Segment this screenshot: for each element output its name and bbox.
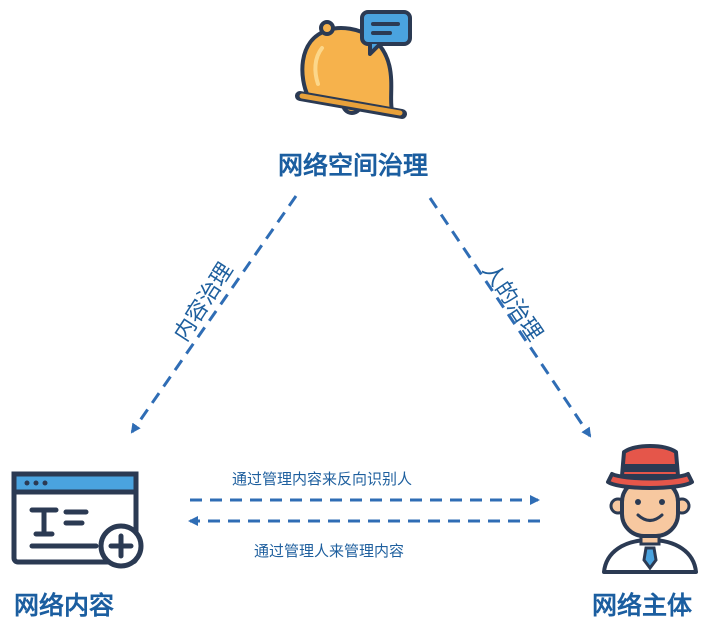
person-to-content-label: 通过管理人来管理内容 bbox=[254, 542, 405, 560]
person-hat-icon bbox=[602, 444, 698, 574]
left-node-label: 网络内容 bbox=[14, 591, 115, 620]
content-to-person-label: 通过管理内容来反向识别人 bbox=[232, 470, 413, 488]
right-node-label: 网络主体 bbox=[592, 591, 693, 620]
edge-top-to-right bbox=[428, 197, 592, 438]
edge-top-to-left bbox=[130, 195, 298, 434]
bell-chat-icon bbox=[295, 10, 412, 119]
text-editor-window-icon bbox=[11, 471, 144, 569]
top-node-label: 网络空间治理 bbox=[278, 151, 429, 180]
